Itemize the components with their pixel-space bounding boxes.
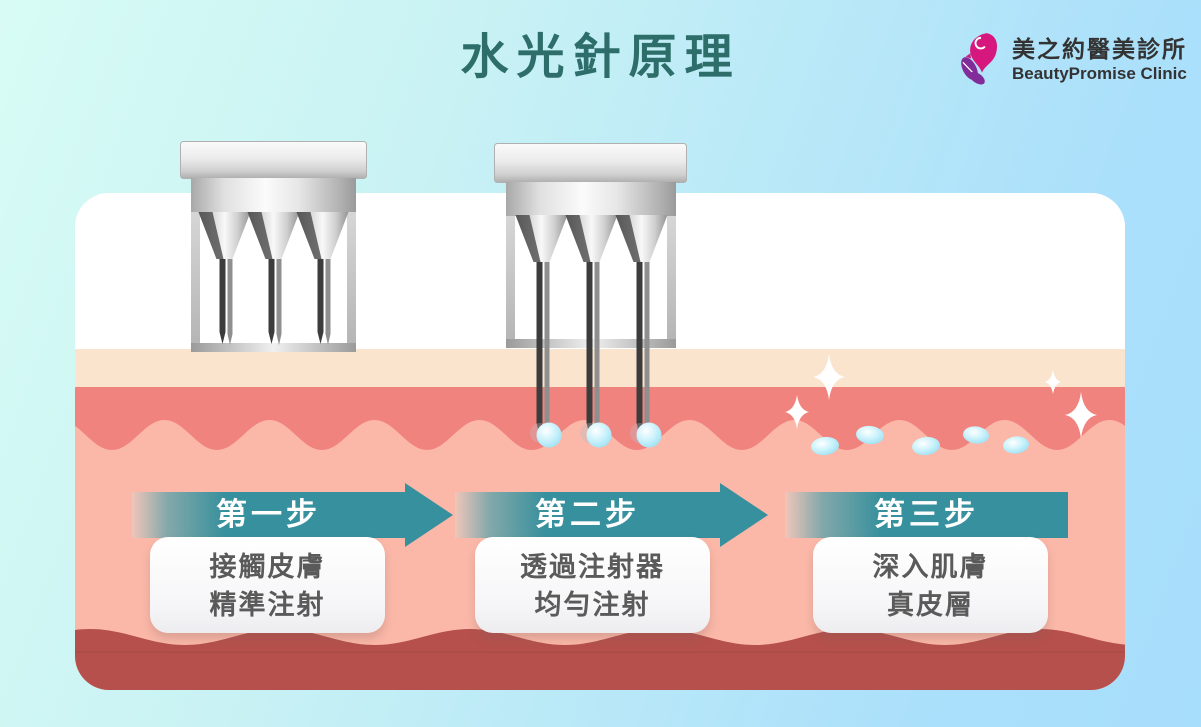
needle	[586, 262, 593, 435]
needle	[268, 259, 275, 344]
injection-droplet	[536, 422, 562, 448]
step-1-desc-line1: 接觸皮膚	[209, 552, 326, 582]
needle	[219, 259, 226, 344]
step-1-card: 接觸皮膚 精準注射	[150, 537, 385, 633]
droplet	[912, 436, 940, 456]
deep-layer-line	[75, 651, 1125, 653]
device-body	[506, 182, 676, 216]
device-frame-bottom	[191, 343, 356, 352]
device-body	[191, 178, 356, 212]
device-cap	[494, 143, 687, 183]
droplet	[811, 436, 839, 456]
needle	[536, 262, 543, 435]
epidermis-layer	[75, 349, 1125, 387]
sparkle-icon	[1045, 370, 1061, 394]
injector-device-raised	[180, 141, 367, 352]
clinic-name-zh: 美之約醫美診所	[1012, 35, 1187, 62]
step-3-card: 深入肌膚 真皮層	[813, 537, 1048, 633]
step-2-desc-line1: 透過注射器	[520, 552, 665, 582]
clinic-logo: 美之約醫美診所 BeautyPromise Clinic	[958, 30, 1187, 88]
step-2-desc-line2: 均勻注射	[534, 590, 651, 620]
sparkle-icon	[785, 395, 809, 429]
step-1-arrow: 第一步	[132, 492, 405, 538]
needle	[544, 262, 550, 436]
deep-dermis-layer	[75, 629, 1125, 690]
device-frame-right	[347, 212, 356, 352]
needle	[317, 259, 324, 344]
step-2-arrowhead	[720, 483, 768, 547]
droplet	[1003, 436, 1029, 454]
step-1-arrowhead	[405, 483, 453, 547]
injection-droplet	[586, 422, 612, 448]
injector-device-inserted	[494, 143, 687, 448]
needle	[276, 259, 282, 345]
injection-droplet	[636, 422, 662, 448]
sparkle-icon	[813, 354, 845, 400]
needle	[644, 262, 650, 436]
step-3-desc-line2: 真皮層	[887, 590, 974, 620]
droplet	[856, 425, 884, 445]
device-frame-left	[506, 216, 515, 348]
clinic-name: 美之約醫美診所 BeautyPromise Clinic	[1012, 35, 1187, 84]
needle	[227, 259, 233, 345]
droplet	[963, 426, 989, 444]
step-2-arrow: 第二步	[455, 492, 720, 538]
injected-droplets	[811, 425, 1029, 456]
needle-cones	[515, 215, 668, 448]
step-2-card: 透過注射器 均勻注射	[475, 537, 710, 633]
sparkle-icons	[785, 354, 1097, 438]
beauty-face-leaf-icon	[961, 33, 998, 85]
needle	[594, 262, 600, 436]
clinic-name-en: BeautyPromise Clinic	[1012, 63, 1187, 83]
step-3-arrow: 第三步	[785, 492, 1068, 538]
needle	[636, 262, 643, 435]
step-1-desc-line2: 精準注射	[209, 590, 326, 620]
device-frame-right	[667, 216, 676, 348]
needle	[325, 259, 331, 345]
needle-cones	[198, 212, 349, 345]
device-cap	[180, 141, 367, 179]
sparkle-icon	[1065, 392, 1097, 438]
device-frame-left	[191, 212, 200, 352]
page-title: 水光針原理	[460, 31, 741, 84]
step-3-desc-line1: 深入肌膚	[872, 552, 989, 582]
